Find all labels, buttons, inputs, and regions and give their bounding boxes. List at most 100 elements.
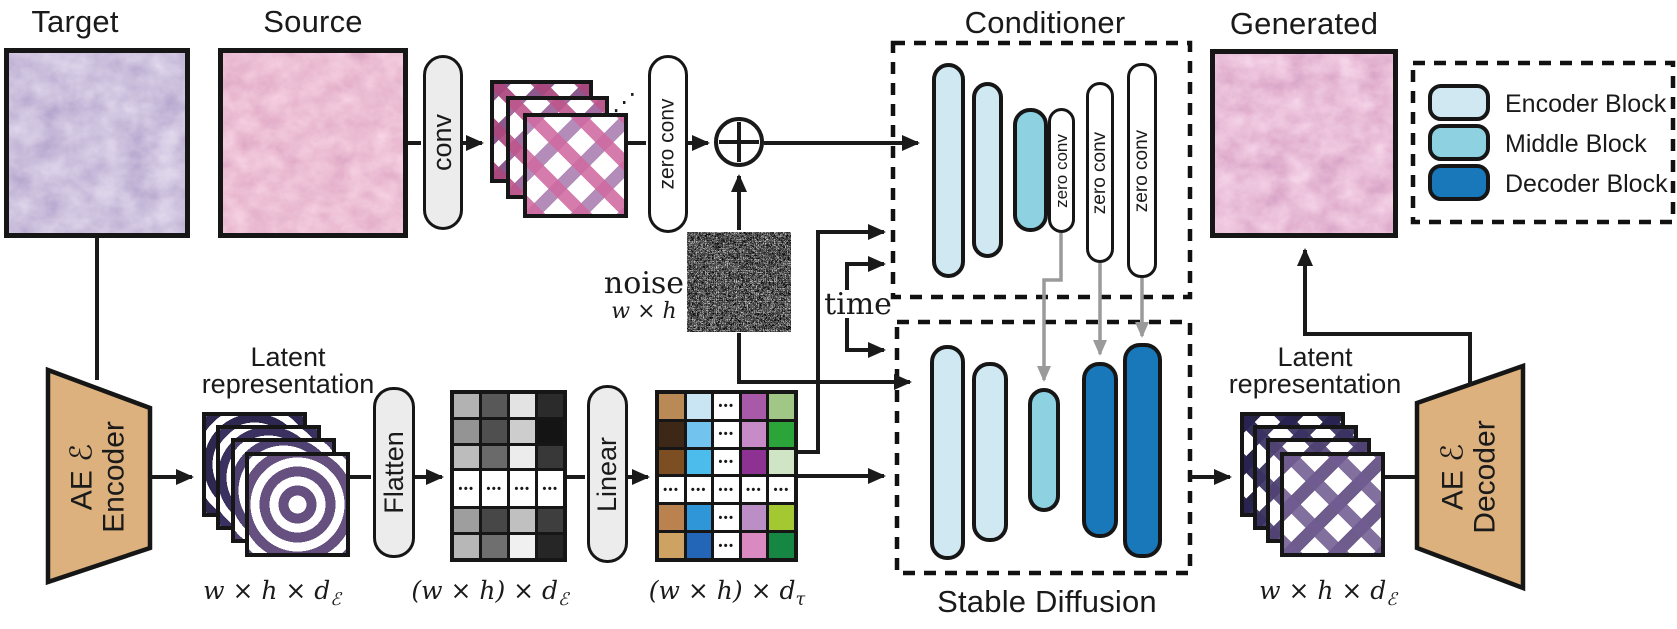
- latent-title-line2: representation: [1228, 369, 1402, 399]
- stack-ellipsis: ⋰: [612, 89, 636, 116]
- matrix-cell: [454, 419, 479, 443]
- source-image: [218, 48, 408, 238]
- matrix-cell: [659, 449, 684, 475]
- matrix-cell: [741, 394, 767, 419]
- latent-title-line2: representation: [201, 369, 375, 399]
- dim-sub: ℰ: [330, 590, 341, 610]
- noise-image: [687, 232, 791, 332]
- matrix-cell: [686, 449, 712, 475]
- latent-map-layer: [1280, 452, 1385, 557]
- matrix-cell-ellipsis: •••: [714, 421, 739, 447]
- matrix-cell: [454, 445, 479, 469]
- matrix-cell-ellipsis: •••: [714, 394, 739, 419]
- tokens-to-conditioner: [798, 224, 886, 454]
- token-dim: (w × h) × dτ: [649, 576, 805, 610]
- matrix-cell-ellipsis: •••: [659, 477, 684, 503]
- legend-swatch-decoder: [1428, 164, 1490, 201]
- matrix-cell: [741, 421, 767, 447]
- matrix-cell: [538, 394, 563, 417]
- skip-zero-conv-1: [1037, 233, 1063, 382]
- sd-encoder-block-1: [930, 345, 965, 560]
- matrix-cell-ellipsis: •••: [482, 471, 507, 507]
- matrix-cell: [510, 509, 535, 533]
- latent-dim-left: w × h × dℰ: [203, 576, 341, 610]
- matrix-cell-ellipsis: •••: [741, 477, 767, 503]
- matrix-cell-ellipsis: •••: [714, 477, 739, 503]
- dim-sub: ℰ: [1386, 590, 1397, 610]
- ae-name: AE ℰ: [65, 443, 99, 511]
- stable-diffusion-title: Stable Diffusion: [937, 584, 1157, 619]
- dim-text: w × h × d: [1259, 576, 1387, 605]
- zero-conv-label: zero conv: [1089, 131, 1110, 214]
- matrix-cell: [769, 394, 794, 419]
- sd-decoder-block-2: [1123, 343, 1162, 558]
- decoder-word: Decoder: [1469, 420, 1502, 534]
- flattened-dim: (w × h) × dℰ: [411, 576, 568, 610]
- latent-title-right: Latent representation: [1229, 344, 1402, 398]
- matrix-cell-ellipsis: •••: [454, 471, 479, 507]
- matrix-cell: [741, 449, 767, 475]
- matrix-cell-ellipsis: •••: [510, 471, 535, 507]
- matrix-cell: [769, 449, 794, 475]
- conv-box: conv: [423, 55, 463, 230]
- source-title: Source: [263, 4, 363, 39]
- generated-title: Generated: [1229, 6, 1379, 41]
- sum-node: [714, 117, 764, 167]
- conditioner-encoder-block-2: [972, 82, 1003, 258]
- latent-title-line1: Latent: [1277, 342, 1353, 372]
- sd-decoder-block-1: [1082, 362, 1118, 538]
- matrix-cell: [769, 421, 794, 447]
- matrix-cell: [538, 445, 563, 469]
- matrix-cell: [510, 419, 535, 443]
- conditioner-zero-conv-1: zero conv: [1048, 108, 1075, 233]
- latent-map-layer: [245, 452, 350, 557]
- matrix-cell: [741, 505, 767, 531]
- zero-conv-label: zero conv: [656, 98, 680, 190]
- matrix-cell: [659, 505, 684, 531]
- matrix-cell: [510, 394, 535, 417]
- generated-image: [1210, 49, 1398, 238]
- zero-conv-box: zero conv: [648, 55, 688, 233]
- ae-encoder-shape: [45, 366, 153, 586]
- feature-map-layer: [523, 113, 628, 218]
- noise-dim-label: w × h: [611, 299, 677, 324]
- sd-middle-block: [1028, 388, 1060, 512]
- legend-swatch-middle: [1428, 124, 1490, 161]
- matrix-cell: [454, 509, 479, 533]
- matrix-cell: [538, 419, 563, 443]
- matrix-cell: [510, 445, 535, 469]
- dim-sub: τ: [795, 590, 806, 610]
- matrix-cell-ellipsis: •••: [714, 505, 739, 531]
- matrix-cell: [659, 394, 684, 419]
- conv-label: conv: [427, 113, 458, 172]
- matrix-cell-ellipsis: •••: [538, 471, 563, 507]
- matrix-cell: [482, 419, 507, 443]
- noise-label: noise: [603, 266, 685, 301]
- linear-label: Linear: [592, 436, 622, 512]
- latent-title-line1: Latent: [250, 342, 326, 372]
- matrix-cell-ellipsis: •••: [714, 533, 739, 558]
- ae-name: AE ℰ: [1436, 443, 1470, 511]
- matrix-cell: [482, 509, 507, 533]
- dim-sub: ℰ: [558, 590, 569, 610]
- linear-box: Linear: [587, 385, 628, 563]
- matrix-cell-ellipsis: •••: [769, 477, 794, 503]
- matrix-cell: [482, 535, 507, 558]
- conditioner-encoder-block-1: [932, 63, 965, 278]
- ae-decoder-shape: [1414, 362, 1526, 592]
- conditioner-title: Conditioner: [964, 5, 1126, 40]
- matrix-cell-ellipsis: •••: [686, 477, 712, 503]
- matrix-cell: [686, 394, 712, 419]
- matrix-cell: [769, 505, 794, 531]
- dim-text: (w × h) × d: [648, 576, 796, 605]
- matrix-cell: [769, 533, 794, 558]
- matrix-cell: [454, 394, 479, 417]
- matrix-cell: [538, 535, 563, 558]
- conditioner-middle-block: [1013, 108, 1048, 232]
- flatten-box: Flatten: [373, 387, 415, 558]
- legend-label-decoder: Decoder Block: [1505, 170, 1668, 198]
- latent-dim-right: w × h × dℰ: [1259, 576, 1397, 610]
- matrix-cell: [538, 509, 563, 533]
- encoder-word: Encoder: [98, 421, 131, 533]
